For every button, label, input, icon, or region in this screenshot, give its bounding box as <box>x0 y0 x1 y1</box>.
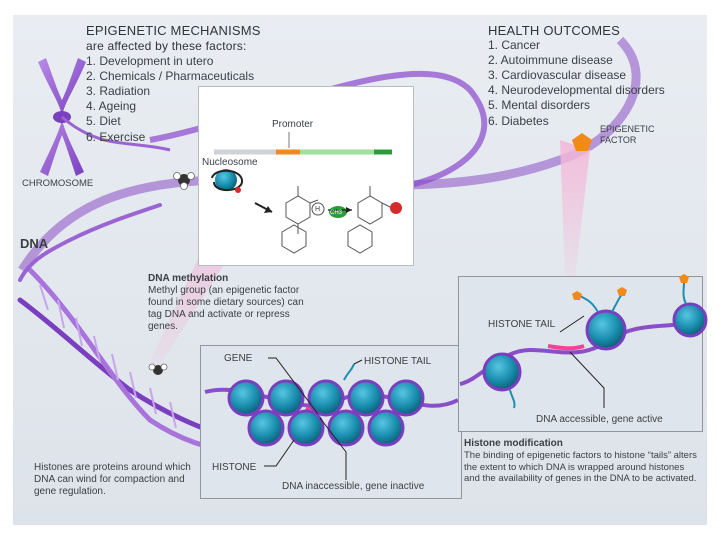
reaction-arrowhead <box>264 206 272 213</box>
dna-label: DNA <box>20 236 49 251</box>
gene-leader <box>268 357 319 415</box>
methyl-h-label: H <box>315 206 321 213</box>
methyl-group-icon-upper <box>173 172 195 190</box>
left-header-title: EPIGENETIC MECHANISMS <box>86 23 261 38</box>
right-header-title: HEALTH OUTCOMES <box>488 23 621 38</box>
histone-note: Histones are proteins around which DNA c… <box>34 462 191 497</box>
factor-item: 5. Diet <box>86 114 121 128</box>
epigenetic-factor-label: EPIGENETIC <box>600 124 655 134</box>
histone-leader <box>264 439 295 467</box>
promoter-label: Promoter <box>272 119 314 130</box>
chromosome-icon <box>38 58 171 176</box>
nucleosome-icon <box>211 169 243 193</box>
outcome-item: 6. Diabetes <box>488 114 549 128</box>
beam-factor <box>560 140 590 278</box>
outcome-item: 3. Cardiovascular disease <box>488 68 627 82</box>
histone-cluster <box>227 379 425 447</box>
methyl-ch3-label: CH3 <box>330 210 343 216</box>
methylation-title: DNA methylation <box>148 273 229 284</box>
dna-accessible-label: DNA accessible, gene active <box>536 414 663 425</box>
methyl-group-icon-lower <box>148 363 168 375</box>
factor-item: 6. Exercise <box>86 130 146 144</box>
histone-modification-body: The binding of epigenetic factors to his… <box>464 450 697 484</box>
factor-item: 4. Ageing <box>86 99 137 113</box>
nucleosome-label: Nucleosome <box>202 157 258 168</box>
histone-tail-right-leader <box>559 315 585 333</box>
histone-tail-right-label: HISTONE TAIL <box>488 319 556 330</box>
histone-modification-title: Histone modification <box>464 438 563 449</box>
left-header-subtitle: are affected by these factors: <box>86 39 247 53</box>
histone-label: HISTONE <box>212 462 257 473</box>
molecule-left <box>281 186 319 254</box>
methyl-exchange <box>311 202 352 218</box>
epigenetic-factor-label-2: FACTOR <box>600 135 637 145</box>
histone-tail-mid-leader <box>353 359 363 365</box>
factor-item: 1. Development in utero <box>86 54 214 68</box>
outcome-item: 1. Cancer <box>488 38 541 52</box>
methyl-tag <box>390 202 402 214</box>
bound-epigenetic-factors <box>572 274 689 300</box>
dna-rungs <box>39 284 177 429</box>
factor-item: 2. Chemicals / Pharmaceuticals <box>86 69 255 83</box>
open-histones <box>482 302 708 392</box>
inaccessible-leader <box>319 417 347 480</box>
methylation-body: Methyl group (an epigenetic factor found… <box>148 285 304 332</box>
dna-inaccessible-label: DNA inaccessible, gene inactive <box>282 481 425 492</box>
gene-label: GENE <box>224 353 253 364</box>
outcome-item: 4. Neurodevelopmental disorders <box>488 83 665 97</box>
epigenetic-factor-icon <box>572 133 592 151</box>
histone-tail-mid-label: HISTONE TAIL <box>364 356 432 367</box>
chromosome-label: CHROMOSOME <box>22 178 94 189</box>
histone-tail-mid <box>343 363 355 381</box>
factor-item: 3. Radiation <box>86 84 151 98</box>
open-dna-highlight <box>547 344 585 351</box>
outcome-item: 5. Mental disorders <box>488 98 591 112</box>
accessible-leader <box>569 351 605 408</box>
outcome-item: 2. Autoimmune disease <box>488 53 613 67</box>
